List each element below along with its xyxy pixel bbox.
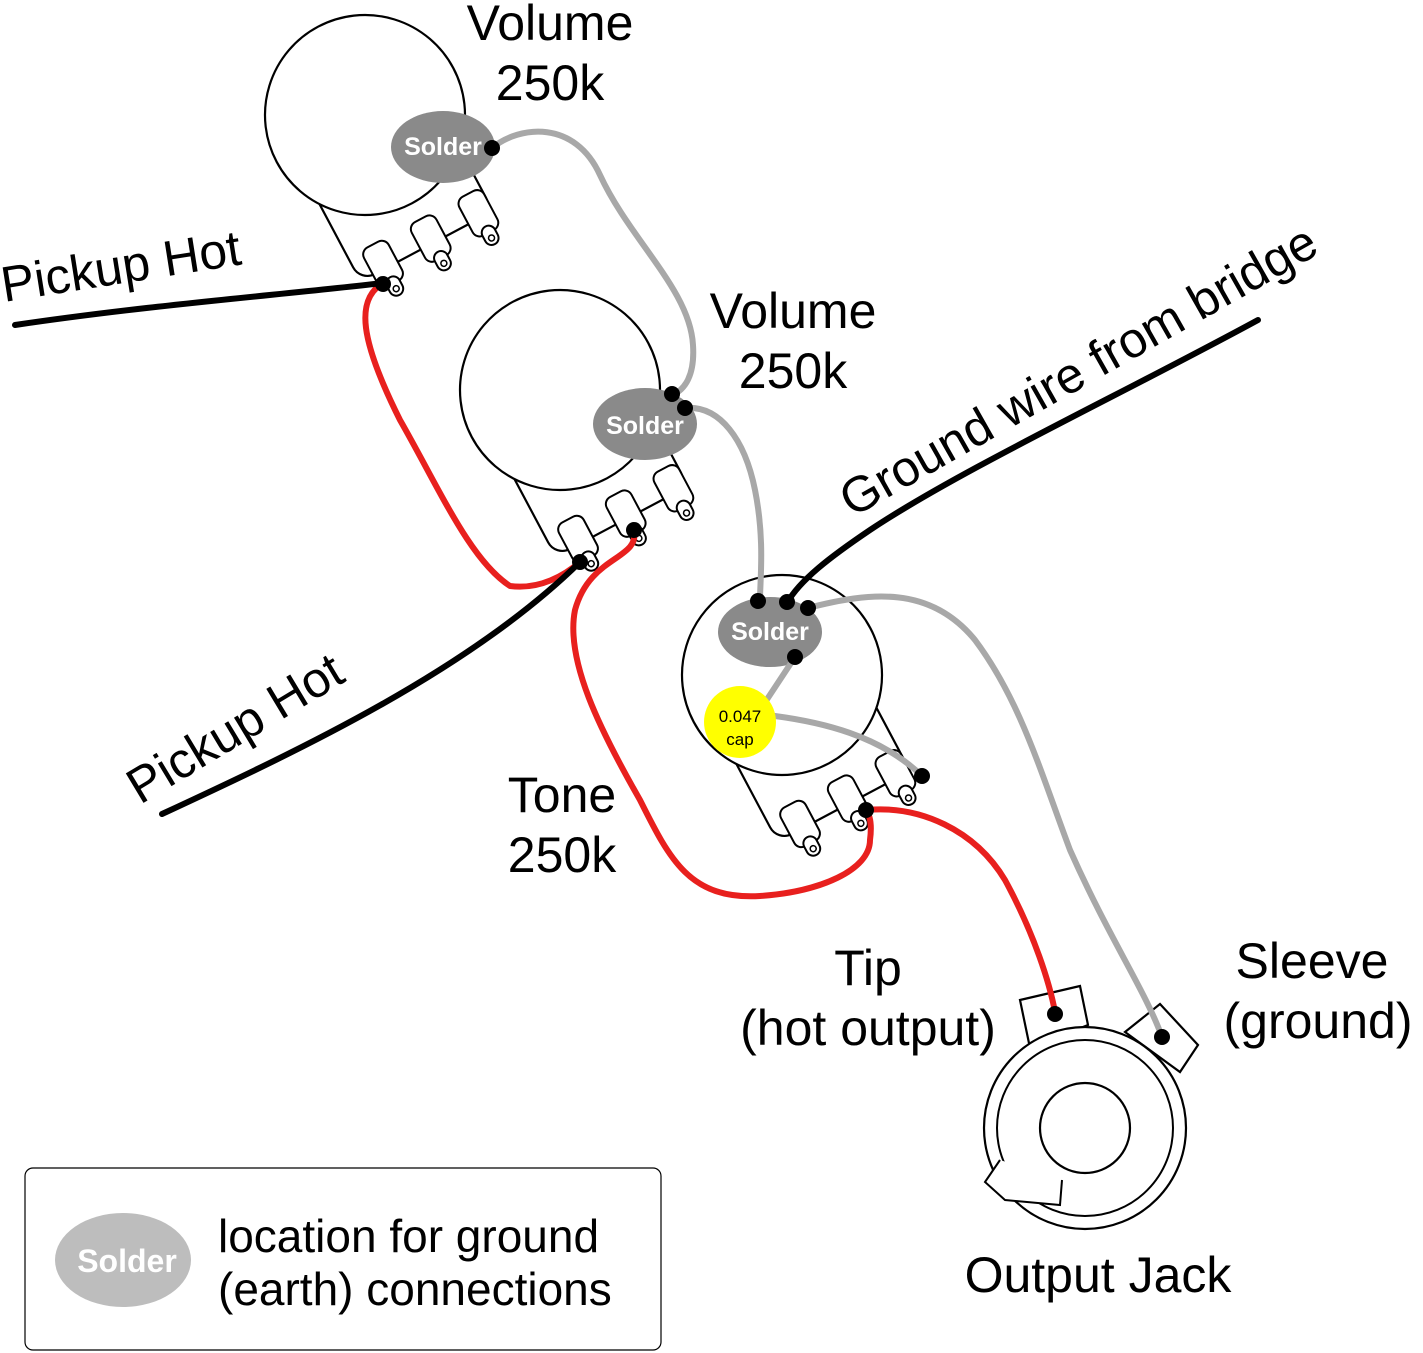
svg-text:0.047: 0.047 [719,707,762,726]
volume-1-value: 250k [496,55,605,111]
sleeve-sublabel: (ground) [1224,993,1413,1049]
pickup-hot-wire-1 [12,280,386,328]
pickup-hot-2-label: Pickup Hot [117,642,353,815]
solder-dots [375,140,1170,1045]
solder-pad-volume-1: Solder [391,111,495,183]
svg-text:Solder: Solder [404,133,482,161]
bridge-ground-wire [784,317,1261,606]
legend-solder-swatch: Solder [77,1243,177,1279]
legend-text-line-1: location for ground [218,1210,599,1262]
legend: Solder location for ground (earth) conne… [24,1167,662,1351]
pickup-hot-wire-2 [159,559,583,817]
solder-pad-volume-2: Solder [593,388,697,460]
output-jack-label: Output Jack [965,1247,1233,1303]
volume-2-label: Volume [710,283,877,339]
tone-label: Tone [508,767,616,823]
ground-wire-tone-sleeve [805,593,1165,1040]
tip-label: Tip [834,940,902,996]
ground-wire-vol1-vol2 [489,128,697,398]
hot-wire-vol2-tone [570,527,874,900]
svg-text:Solder: Solder [731,618,809,646]
hot-wire-tip [863,806,1058,1015]
volume-1-label: Volume [467,0,634,51]
capacitor: 0.047 cap [704,686,776,758]
output-jack [982,984,1200,1231]
ground-wire-label: Ground wire from bridge [830,213,1327,527]
volume-2-value: 250k [739,343,848,399]
tip-sublabel: (hot output) [740,1000,996,1056]
legend-text-line-2: (earth) connections [218,1263,612,1315]
cap-wire-lug [772,713,925,779]
tone-value: 250k [508,827,617,883]
svg-text:Solder: Solder [606,412,684,440]
hot-wire-vol1-vol2 [362,280,583,590]
svg-text:cap: cap [726,730,753,749]
ground-wire-vol2-tone [682,404,765,603]
sleeve-label: Sleeve [1236,933,1389,989]
